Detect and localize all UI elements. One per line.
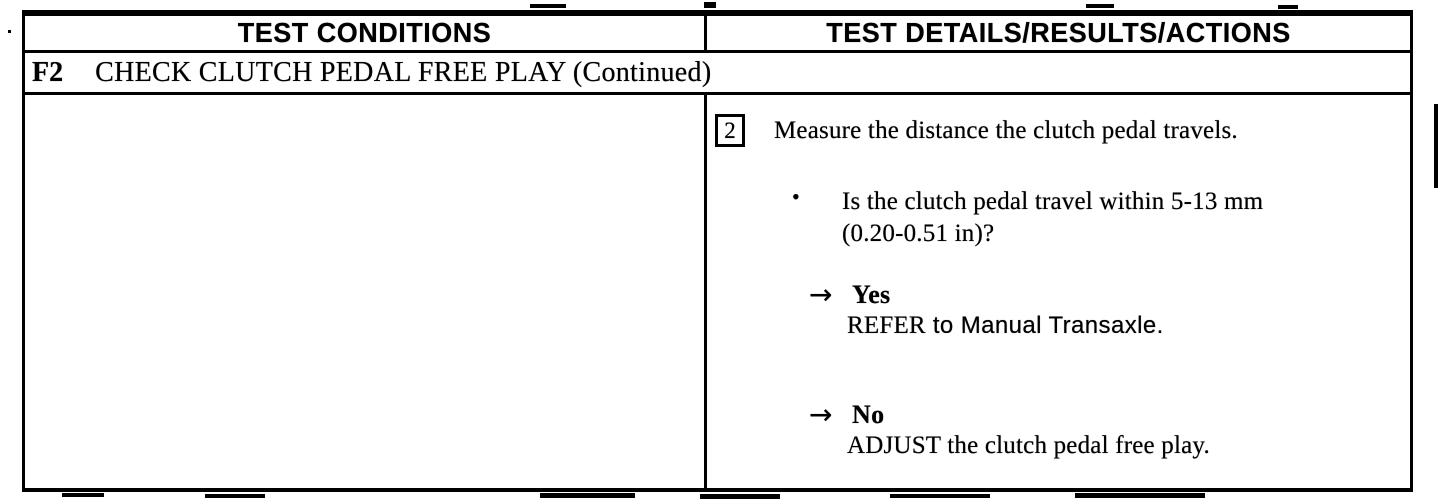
test-conditions-cell-empty [25, 95, 707, 488]
result-no-action: ADJUST the clutch pedal free play. [847, 430, 1210, 461]
result-yes-action: REFER to Manual Transaxle. [847, 310, 1164, 341]
scan-artifact [700, 494, 780, 499]
scan-artifact [205, 494, 265, 498]
scan-artifact [1086, 4, 1114, 8]
question-line-2: (0.20-0.51 in)? [842, 220, 995, 247]
scan-artifact [890, 494, 990, 498]
scan-artifact [1434, 104, 1438, 188]
scan-artifact [62, 493, 104, 497]
scan-artifact [1278, 5, 1298, 9]
question-text: Is the clutch pedal travel within 5-13 m… [842, 186, 1263, 250]
scan-artifact [530, 4, 566, 8]
step-2-row: 2 Measure the distance the clutch pedal … [715, 114, 1238, 147]
table-body-row: 2 Measure the distance the clutch pedal … [25, 95, 1410, 488]
result-yes-label: Yes [852, 280, 891, 309]
scan-artifact [1075, 493, 1205, 498]
result-yes-action-verb: REFER [847, 312, 926, 339]
arrow-right-icon: → [809, 398, 833, 431]
result-no-block: → No ADJUST the clutch pedal free play. [809, 398, 1210, 461]
scan-artifact [704, 2, 716, 8]
result-yes-block: → Yes REFER to Manual Transaxle. [809, 278, 1164, 341]
table-header-row: TEST CONDITIONS TEST DETAILS/RESULTS/ACT… [25, 15, 1410, 53]
bullet-icon: • [792, 184, 800, 209]
result-no-label: No [852, 400, 885, 429]
header-test-conditions: TEST CONDITIONS [25, 15, 707, 51]
arrow-right-icon: → [809, 278, 833, 311]
result-no-action-verb: ADJUST [847, 432, 941, 459]
result-yes-action-text: to Manual Transaxle. [925, 312, 1164, 339]
test-title: CHECK CLUTCH PEDAL FREE PLAY (Continued) [95, 57, 712, 88]
test-step-f2-row: F2 CHECK CLUTCH PEDAL FREE PLAY (Continu… [25, 53, 1410, 95]
step-number-box: 2 [715, 114, 745, 147]
result-no-action-text: the clutch pedal free play. [940, 432, 1210, 459]
scan-artifact [540, 493, 635, 498]
question-block: • Is the clutch pedal travel within 5-13… [792, 184, 1263, 250]
header-test-details-results-actions: TEST DETAILS/RESULTS/ACTIONS [826, 17, 1291, 49]
test-details-cell: 2 Measure the distance the clutch pedal … [707, 95, 1410, 488]
question-line-1: Is the clutch pedal travel within 5-13 m… [842, 188, 1264, 215]
step-instruction: Measure the distance the clutch pedal tr… [774, 117, 1238, 144]
test-id: F2 [32, 57, 64, 88]
pinpoint-test-table: TEST CONDITIONS TEST DETAILS/RESULTS/ACT… [22, 10, 1413, 492]
scan-artifact [8, 30, 11, 33]
